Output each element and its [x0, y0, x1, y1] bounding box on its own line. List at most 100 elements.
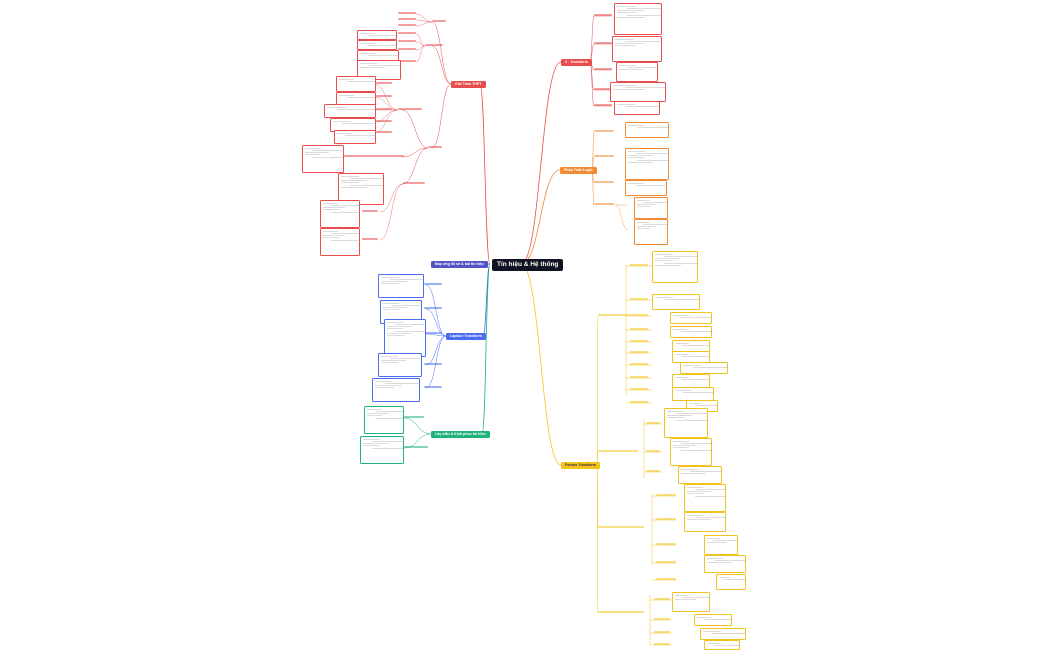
- formula-line: [389, 357, 422, 359]
- gt3a-label-e[interactable]: [376, 131, 392, 133]
- gt3-formula-7: [338, 173, 385, 205]
- root-node[interactable]: Tín hiệu & Hệ thống: [492, 259, 564, 271]
- z-formula-3: [616, 62, 658, 82]
- fourier-label-fe[interactable]: [630, 340, 648, 342]
- gt1-label-a[interactable]: [398, 12, 416, 14]
- gt3c-b: [379, 183, 404, 241]
- dtft-label-ga[interactable]: [646, 422, 660, 424]
- gt2-label-c[interactable]: [398, 48, 416, 50]
- branch-dap-ung[interactable]: Đáp ứng lỗi sổ & bài tín hiệu: [431, 261, 488, 268]
- branch-phep-toan-logic[interactable]: Phép Toán Logic: [560, 167, 597, 174]
- fft-label-ib[interactable]: [654, 618, 670, 620]
- gt-sub-2[interactable]: [425, 44, 443, 46]
- z-sub-z1[interactable]: [594, 14, 612, 16]
- lay-mau-formula-2: [360, 436, 405, 464]
- fft-label-ia[interactable]: [654, 598, 670, 600]
- formula-line: [305, 154, 322, 156]
- laplace-sub-d[interactable]: [424, 363, 442, 365]
- gt3a-label-d[interactable]: [376, 120, 392, 122]
- formula-line: [628, 124, 645, 126]
- formula-line: [615, 38, 635, 40]
- formula-line: [337, 132, 353, 134]
- branch-lay-mau[interactable]: Lấy mẫu & Khôi phục tín hiệu: [431, 431, 490, 438]
- link-lap-a: [425, 284, 447, 337]
- fourier-label-fa[interactable]: [630, 264, 648, 266]
- formula-line: [637, 228, 651, 230]
- fourier-label-fg[interactable]: [630, 363, 648, 365]
- fourier-label-fj[interactable]: [630, 401, 648, 403]
- formula-line: [387, 321, 403, 323]
- dtft-label-gb[interactable]: [646, 450, 660, 452]
- lay-mau-sub-2[interactable]: [404, 446, 428, 448]
- fourier-sub-dft[interactable]: [598, 526, 644, 528]
- formula-line: [636, 152, 669, 154]
- gt-sub-1[interactable]: [432, 20, 446, 22]
- gt3a-label-a[interactable]: [376, 82, 392, 84]
- formula-line: [637, 199, 650, 201]
- fourier-sub-fft[interactable]: [598, 611, 644, 613]
- formula-line: [681, 468, 698, 470]
- formula-line: [681, 442, 712, 444]
- link-gt3c: [401, 147, 429, 185]
- fourier-label-fi[interactable]: [630, 388, 648, 390]
- gt-sub-3[interactable]: [428, 146, 442, 148]
- fourier-sub-cft[interactable]: [598, 314, 630, 316]
- gt3-formula-5: [334, 130, 376, 144]
- branch-fourier[interactable]: Fourier Transform: [561, 462, 600, 469]
- gt3-label-b[interactable]: [344, 155, 404, 157]
- z-sub-z3[interactable]: [594, 68, 612, 70]
- dft-label-he[interactable]: [656, 578, 676, 580]
- fft-label-ic[interactable]: [654, 631, 670, 633]
- dft-label-hb[interactable]: [656, 518, 676, 520]
- logic-sub-l1[interactable]: [594, 130, 614, 132]
- gt3a-label-b[interactable]: [376, 95, 392, 97]
- dft-label-hd[interactable]: [656, 561, 676, 563]
- logic-sub-l2[interactable]: [594, 155, 614, 157]
- z-sub-z4[interactable]: [594, 88, 612, 90]
- fft-label-id[interactable]: [654, 643, 670, 645]
- gt3c-label-a[interactable]: [362, 210, 378, 212]
- formula-line: [687, 486, 703, 488]
- gt3-label-a[interactable]: [398, 108, 422, 110]
- dtft-formula-1: [664, 408, 709, 438]
- formula-line: [375, 385, 403, 386]
- branch-giai-toan[interactable]: Giải Toán THPT: [451, 81, 486, 88]
- gt2-label-d[interactable]: [398, 60, 416, 62]
- fourier-label-fc[interactable]: [630, 314, 648, 316]
- fourier-formula-3: [670, 312, 712, 324]
- fft-formula-2: [694, 614, 732, 626]
- laplace-sub-c[interactable]: [424, 332, 442, 334]
- formula-line: [613, 89, 645, 90]
- logic-sub-l4[interactable]: [594, 203, 614, 205]
- fourier-sub-dtft[interactable]: [598, 450, 638, 452]
- gt1-label-c[interactable]: [398, 24, 416, 26]
- gt-formula-1: [357, 30, 397, 40]
- gt2-label-b[interactable]: [398, 40, 416, 42]
- dtft-label-gc[interactable]: [646, 470, 660, 472]
- formula-line: [617, 103, 635, 105]
- gt3c-label-b[interactable]: [362, 238, 378, 240]
- fourier-label-fb[interactable]: [630, 298, 648, 300]
- lay-mau-sub-1[interactable]: [404, 416, 424, 418]
- gt2-label-a[interactable]: [398, 32, 416, 34]
- gt3-label-c[interactable]: [403, 182, 425, 184]
- branch-laplace[interactable]: Laplace Transform: [446, 333, 486, 340]
- z-sub-z2[interactable]: [594, 42, 612, 44]
- formula-line: [387, 326, 411, 327]
- gt1-c: [415, 21, 433, 27]
- fourier-label-ff[interactable]: [630, 351, 648, 353]
- dft-label-hc[interactable]: [656, 543, 676, 545]
- fourier-label-fh[interactable]: [630, 376, 648, 378]
- formula-line: [683, 364, 702, 366]
- gt3a-label-c[interactable]: [376, 108, 392, 110]
- dft-label-ha[interactable]: [656, 494, 676, 496]
- laplace-sub-e[interactable]: [424, 386, 442, 388]
- fourier-label-fd[interactable]: [630, 328, 648, 330]
- branch-z-transform[interactable]: Z - Transform: [561, 59, 592, 66]
- laplace-sub-b[interactable]: [424, 307, 442, 309]
- formula-line: [664, 262, 699, 264]
- gt1-label-b[interactable]: [398, 18, 416, 20]
- logic-sub-l3[interactable]: [594, 181, 614, 183]
- z-sub-z5[interactable]: [594, 104, 612, 106]
- laplace-sub-a[interactable]: [424, 283, 442, 285]
